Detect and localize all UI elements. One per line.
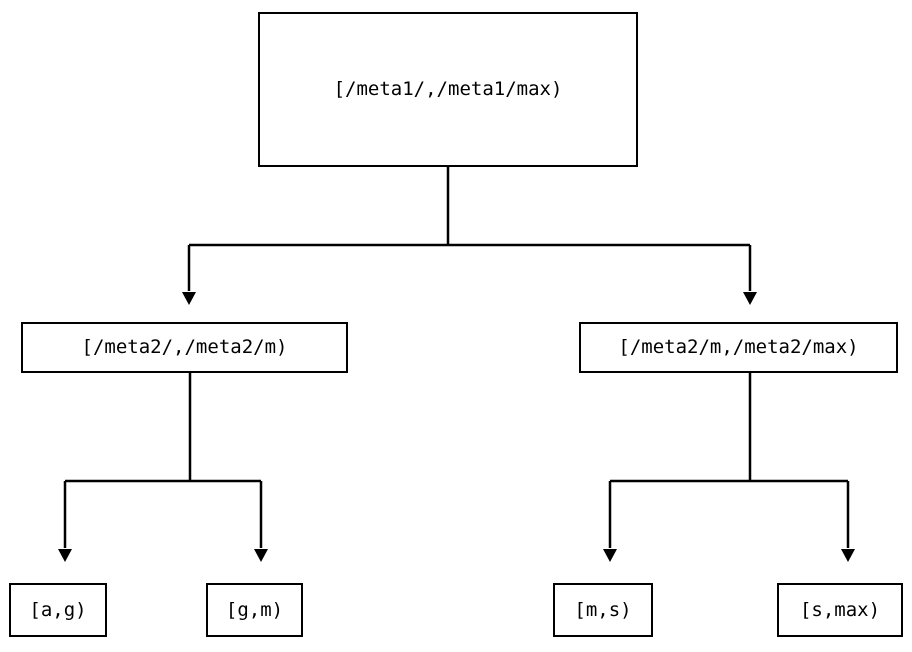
tree-node-mid-right[interactable]: [/meta2/m,/meta2/max): [579, 322, 898, 373]
arrowheads-right-leaves: [603, 549, 855, 562]
node-label-leaf-4: [s,max): [799, 598, 881, 621]
tree-node-mid-left[interactable]: [/meta2/,/meta2/m): [21, 322, 348, 373]
arrowhead-leaf-3: [603, 549, 617, 562]
node-label-mid-right: [/meta2/m,/meta2/max): [618, 336, 859, 358]
tree-node-leaf-2[interactable]: [g,m): [206, 583, 303, 637]
arrowheads-level2: [182, 292, 757, 305]
arrowhead-mid-left: [182, 292, 196, 305]
tree-node-leaf-4[interactable]: [s,max): [777, 583, 903, 637]
arrowhead-leaf-1: [58, 549, 72, 562]
tree-node-leaf-1[interactable]: [a,g): [9, 583, 107, 637]
node-label-leaf-3: [m,s): [574, 598, 632, 621]
arrowhead-mid-right: [743, 292, 757, 305]
arrowheads-left-leaves: [58, 549, 268, 562]
node-label-leaf-1: [a,g): [29, 598, 87, 621]
arrowhead-leaf-4: [841, 549, 855, 562]
arrowhead-leaf-2: [254, 549, 268, 562]
node-label-root: [/meta1/,/meta1/max): [333, 78, 563, 100]
edge-midleft-to-leaves: [63, 373, 263, 548]
node-label-leaf-2: [g,m): [225, 598, 284, 621]
node-label-mid-left: [/meta2/,/meta2/m): [81, 336, 288, 358]
tree-node-leaf-3[interactable]: [m,s): [553, 583, 653, 637]
tree-node-root[interactable]: [/meta1/,/meta1/max): [258, 12, 638, 167]
edge-root-to-level2: [187, 167, 752, 291]
edge-midright-to-leaves: [608, 373, 850, 548]
